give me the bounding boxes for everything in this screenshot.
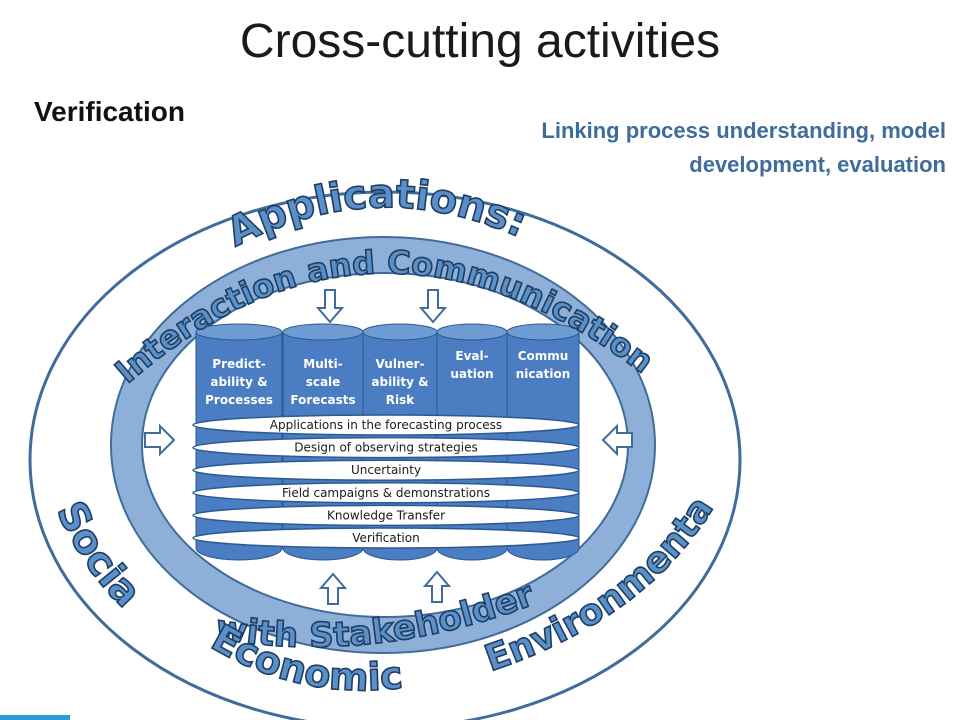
column-top (282, 323, 364, 341)
band-label: Applications in the forecasting process (270, 418, 502, 432)
column-top (436, 323, 508, 341)
arrow-right-left (144, 423, 176, 457)
column-label-line: scale (306, 375, 341, 389)
arrows-group (144, 289, 633, 605)
arrow-down-left (315, 289, 345, 324)
column-label-line: ability & (210, 375, 267, 389)
band-ring: Field campaigns & demonstrations (192, 482, 580, 504)
band-ellipse (192, 482, 580, 504)
band-label: Uncertainty (351, 463, 421, 477)
column-label-line: Eval- (455, 349, 488, 363)
arrow-up-left (318, 572, 348, 605)
column-label-line: Predict- (212, 357, 265, 371)
band-ring: Uncertainty (192, 459, 580, 481)
band-ring: Applications in the forecasting process (192, 414, 580, 436)
column-label-line: Vulner- (375, 357, 424, 371)
subtitle: Verification (34, 96, 185, 127)
linking-line-2: development, evaluation (689, 152, 946, 177)
slide-title: Cross-cutting activities (239, 15, 721, 68)
band-label: Verification (352, 531, 419, 545)
band-ellipse (192, 459, 580, 481)
band-label: Field campaigns & demonstrations (282, 486, 490, 500)
band-ellipse (192, 504, 580, 527)
column-label-line: Processes (205, 393, 273, 407)
band-ring: Verification (192, 527, 580, 549)
arrow-left-right (601, 423, 633, 457)
bands-group: Applications in the forecasting processD… (192, 414, 580, 549)
column-label-line: uation (450, 367, 493, 381)
column-label-line: Commu (518, 349, 569, 363)
band-ellipse (192, 436, 580, 459)
band-ellipse (192, 527, 580, 549)
column-top (195, 323, 283, 341)
band-label: Design of observing strategies (294, 441, 478, 455)
band-ring: Design of observing strategies (192, 436, 580, 459)
column-top (506, 323, 580, 341)
band-ring: Knowledge Transfer (192, 504, 580, 527)
linking-line-1: Linking process understanding, model (541, 118, 946, 143)
column-label-line: Forecasts (290, 393, 355, 407)
footer-accent-bar (0, 715, 70, 720)
band-ellipse (192, 414, 580, 436)
arrow-up-right (422, 570, 452, 603)
columns-group: Predict-ability & Processes Multi-scaleFor… (195, 323, 580, 561)
arrow-down-right (418, 289, 448, 324)
column-label-line: nication (516, 367, 571, 381)
column-top (362, 323, 438, 341)
column-label-line: Multi- (303, 357, 342, 371)
column-label-line: Risk (386, 393, 415, 407)
column-label-line: ability & (371, 375, 428, 389)
linking-caption: Linking process understanding, model dev… (426, 114, 946, 182)
band-label: Knowledge Transfer (327, 508, 445, 522)
